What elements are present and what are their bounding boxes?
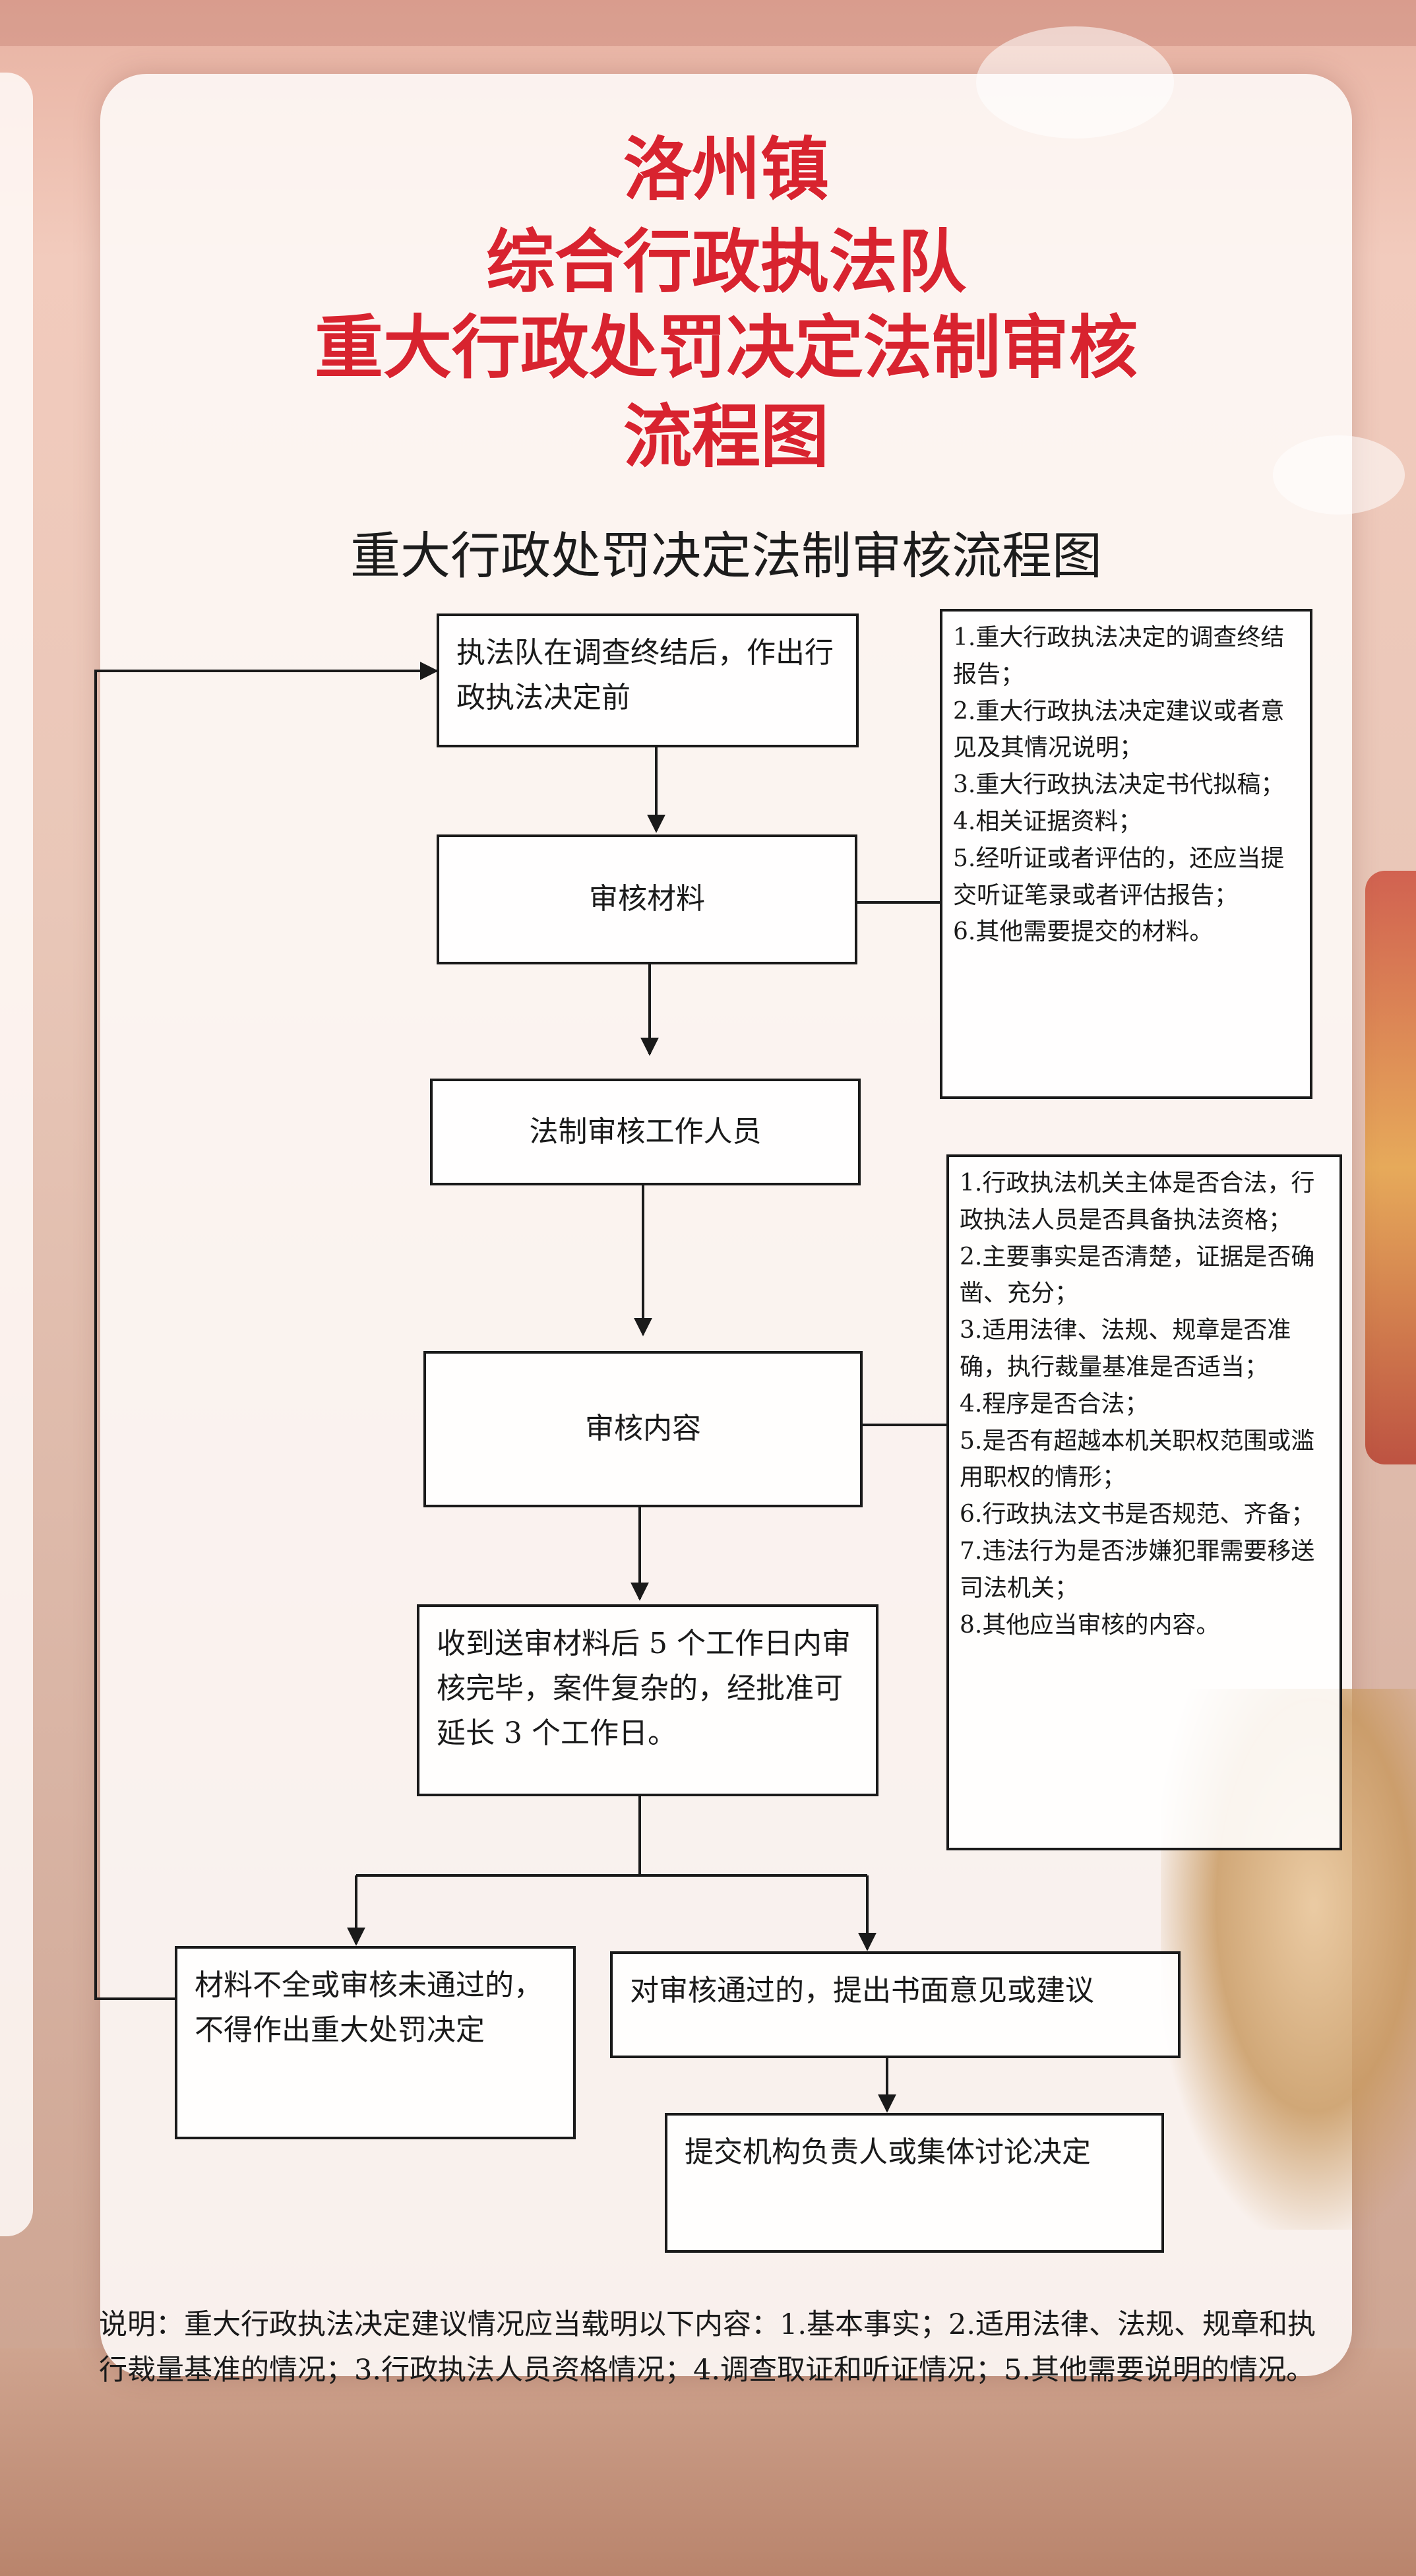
content-item: 1.行政执法机关主体是否合法，行政执法人员是否具备执法资格； xyxy=(960,1170,1315,1234)
backdrop-stripe xyxy=(0,0,1416,46)
content-item: 8.其他应当审核的内容。 xyxy=(960,1611,1220,1639)
title-line-2: 综合行政执法队 xyxy=(485,222,966,302)
title-line-4: 流程图 xyxy=(623,396,829,477)
content-item: 6.行政执法文书是否规范、齐备； xyxy=(960,1501,1315,1528)
node-reviewer-text: 法制审核工作人员 xyxy=(529,1114,762,1148)
content-item: 4.程序是否合法； xyxy=(960,1390,1149,1418)
decorative-ornament xyxy=(1365,871,1416,1464)
materials-item: 6.其他需要提交的材料。 xyxy=(953,918,1214,946)
floor xyxy=(0,2348,1416,2576)
node-start: 执法队在调查终结后，作出行政执法决定前 xyxy=(437,613,859,747)
adjacent-panel xyxy=(0,73,33,2236)
title-line-1: 洛州镇 xyxy=(623,129,829,210)
feedback-loop-line xyxy=(94,662,439,2000)
node-review-materials: 审核材料 xyxy=(437,834,857,964)
footnote: 说明：重大行政执法决定建议情况应当载明以下内容：1.基本事实；2.适用法律、法规… xyxy=(99,2308,1316,2387)
materials-list: 1.重大行政执法决定的调查终结报告； 2.重大行政执法决定建议或者意见及其情况说… xyxy=(940,609,1312,1099)
dove-decoration xyxy=(976,26,1174,139)
node-submit: 提交机构负责人或集体讨论决定 xyxy=(665,2113,1164,2253)
chart-subtitle: 重大行政处罚决定法制审核流程图 xyxy=(350,526,1102,585)
node-deadline: 收到送审材料后 5 个工作日内审核完毕，案件复杂的，经批准可延长 3 个工作日。 xyxy=(417,1604,878,1796)
node-review-content: 审核内容 xyxy=(423,1351,863,1507)
node-review-materials-text: 审核材料 xyxy=(589,882,705,916)
node-approved: 对审核通过的，提出书面意见或建议 xyxy=(610,1951,1181,2058)
node-rejected-text: 材料不全或审核未通过的，不得作出重大处罚决定 xyxy=(195,1968,543,2048)
dove-decoration xyxy=(1273,435,1405,515)
materials-item: 1.重大行政执法决定的调查终结报告； xyxy=(953,624,1285,688)
content-item: 5.是否有超越本机关职权范围或滥用职权的情形； xyxy=(960,1427,1315,1492)
content-list: 1.行政执法机关主体是否合法，行政执法人员是否具备执法资格； 2.主要事实是否清… xyxy=(946,1154,1342,1850)
materials-item: 5.经听证或者评估的，还应当提交听证笔录或者评估报告； xyxy=(953,844,1285,909)
node-review-content-text: 审核内容 xyxy=(585,1412,701,1446)
node-deadline-text: 收到送审材料后 5 个工作日内审核完毕，案件复杂的，经批准可延长 3 个工作日。 xyxy=(437,1627,851,1751)
node-submit-text: 提交机构负责人或集体讨论决定 xyxy=(685,2135,1091,2169)
materials-item: 3.重大行政执法决定书代拟稿； xyxy=(953,771,1285,799)
content-item: 3.适用法律、法规、规章是否准确，执行裁量基准是否适当； xyxy=(960,1317,1291,1381)
title-line-3: 重大行政处罚决定法制审核 xyxy=(314,307,1138,388)
node-start-text: 执法队在调查终结后，作出行政执法决定前 xyxy=(456,636,834,715)
materials-item: 4.相关证据资料； xyxy=(953,807,1142,835)
content-item: 7.违法行为是否涉嫌犯罪需要移送司法机关； xyxy=(960,1537,1315,1602)
node-reviewer: 法制审核工作人员 xyxy=(430,1079,861,1185)
materials-item: 2.重大行政执法决定建议或者意见及其情况说明； xyxy=(953,697,1285,762)
content-item: 2.主要事实是否清楚，证据是否确凿、充分； xyxy=(960,1243,1315,1307)
node-approved-text: 对审核通过的，提出书面意见或建议 xyxy=(630,1974,1094,2007)
node-rejected: 材料不全或审核未通过的，不得作出重大处罚决定 xyxy=(175,1946,576,2139)
